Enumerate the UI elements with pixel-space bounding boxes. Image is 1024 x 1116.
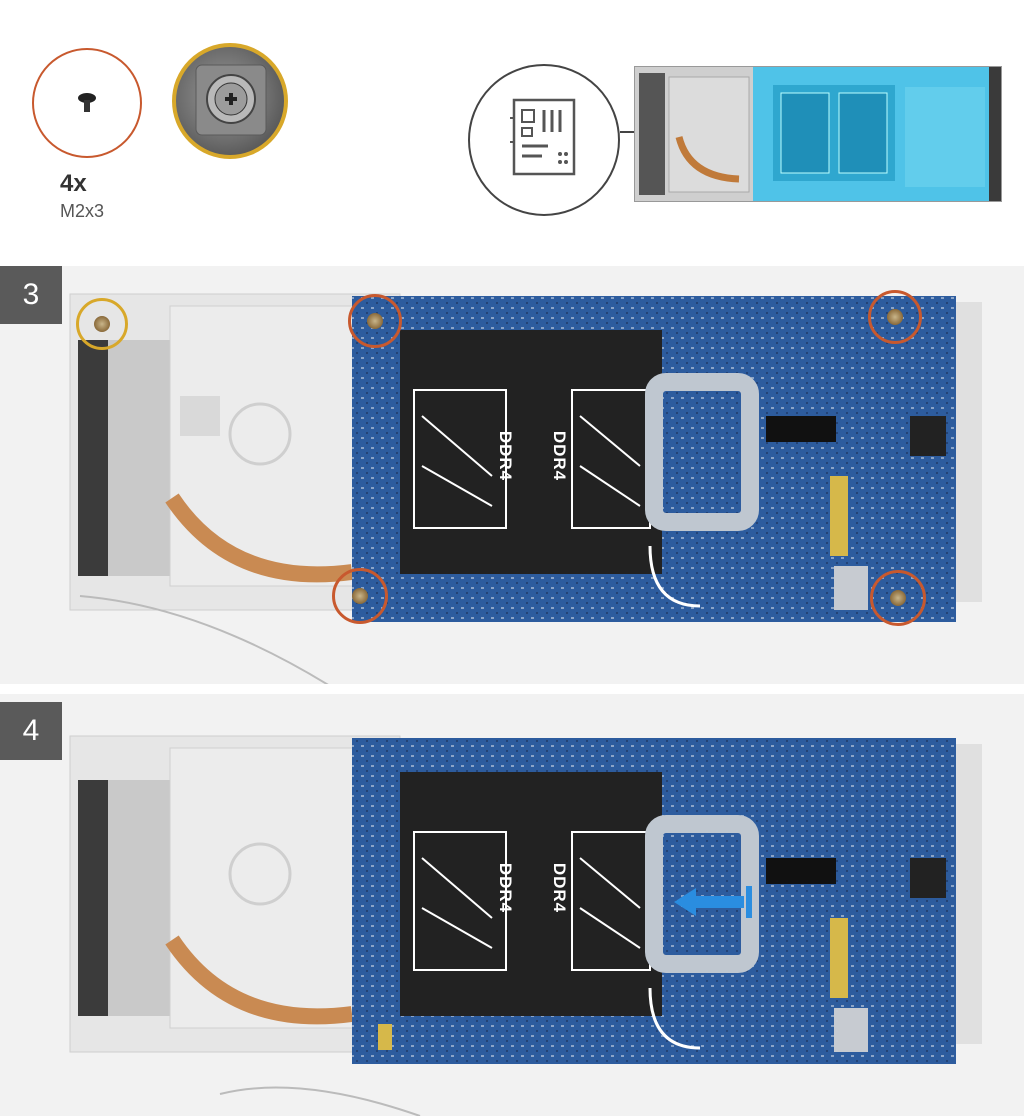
ddr-label-left: DDR4 xyxy=(496,862,516,914)
screw-size: M2x3 xyxy=(60,201,105,221)
screw-photo xyxy=(172,43,288,159)
system-location-thumbnail xyxy=(634,66,1002,202)
ddr-label-right: DDR4 xyxy=(550,430,570,482)
step-number: 4 xyxy=(0,702,62,760)
screw-highlight-bottom-left[interactable] xyxy=(332,568,388,624)
screw-callout xyxy=(32,48,142,158)
screw-highlight-gold xyxy=(76,298,128,350)
motherboard-illustration xyxy=(69,735,982,1116)
screw-quantity: 4x xyxy=(60,170,87,197)
motherboard-illustration xyxy=(69,293,982,684)
ddr-label-left: DDR4 xyxy=(496,430,516,482)
screw-highlight-top-left[interactable] xyxy=(348,294,402,348)
motherboard-icon xyxy=(510,98,576,176)
motherboard-location-callout xyxy=(468,64,620,216)
ddr-label-right: DDR4 xyxy=(550,862,570,914)
step-4-panel: 4 DDR4 DDR4 xyxy=(0,694,1024,1116)
step-3-panel: 3 DDR4 DDR4 xyxy=(0,266,1024,684)
slide-arrow-icon xyxy=(674,886,752,918)
screw-highlight-top-right[interactable] xyxy=(868,290,922,344)
screw-highlight-bottom-right[interactable] xyxy=(870,570,926,626)
step-number: 3 xyxy=(0,266,62,324)
screw-icon xyxy=(78,93,96,112)
